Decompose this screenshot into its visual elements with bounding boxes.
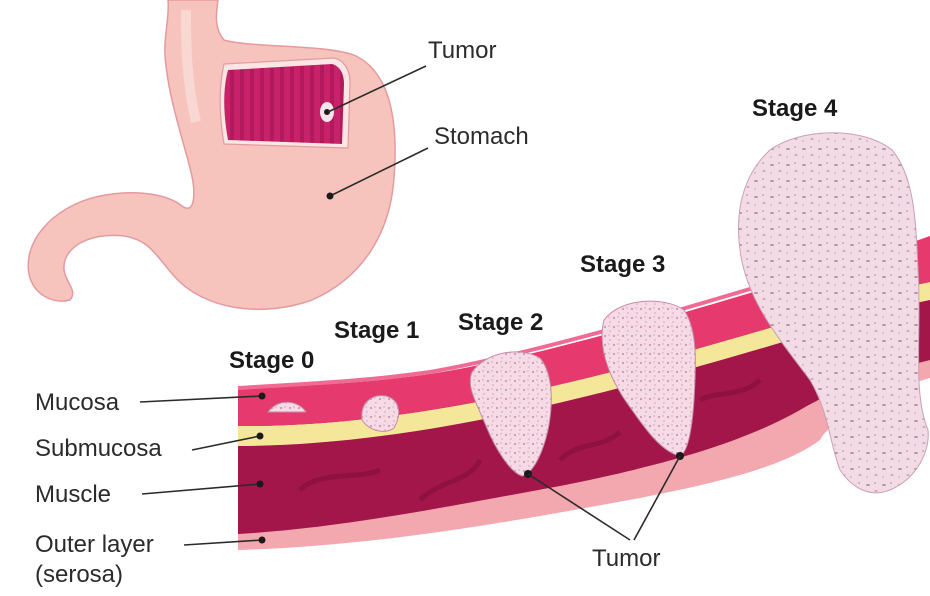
muscle-leader — [141, 483, 261, 495]
stomach-illustration — [27, 0, 396, 310]
tumor-label-top: Tumor — [428, 37, 496, 64]
tumor-label-bottom: Tumor — [592, 545, 660, 572]
outer-layer-label: Outer layer — [35, 531, 154, 558]
submucosa-pointer-dot — [256, 432, 264, 440]
tumor-stage2-leader — [527, 473, 631, 541]
mucosa-leader — [139, 395, 263, 403]
stage-1-label: Stage 1 — [334, 317, 419, 344]
mucosa-label: Mucosa — [35, 389, 120, 416]
tumor-top-leader — [327, 65, 427, 113]
tumor-stage-4 — [737, 132, 929, 494]
stomach-leader — [329, 147, 429, 197]
mucosa-pointer-dot — [258, 392, 266, 400]
stage-0-label: Stage 0 — [229, 347, 314, 374]
outer-layer-leader — [183, 539, 263, 546]
stomach-pointer-dot — [326, 192, 334, 200]
stage-2-label: Stage 2 — [458, 309, 543, 336]
muscle-label: Muscle — [35, 481, 111, 508]
serosa-label: (serosa) — [35, 561, 123, 588]
tumor-stage-1 — [361, 395, 400, 432]
muscle-pointer-dot — [256, 480, 264, 488]
stomach-wall-layers — [237, 236, 930, 550]
submucosa-leader — [191, 435, 261, 451]
stomach-label: Stomach — [434, 123, 529, 150]
tumor-stage3-leader — [633, 455, 681, 541]
stage-4-label: Stage 4 — [752, 95, 838, 122]
submucosa-label: Submucosa — [35, 435, 162, 462]
tumor-stage-0 — [267, 401, 307, 413]
outer-layer-pointer-dot — [258, 536, 266, 544]
stage-3-label: Stage 3 — [580, 251, 665, 278]
